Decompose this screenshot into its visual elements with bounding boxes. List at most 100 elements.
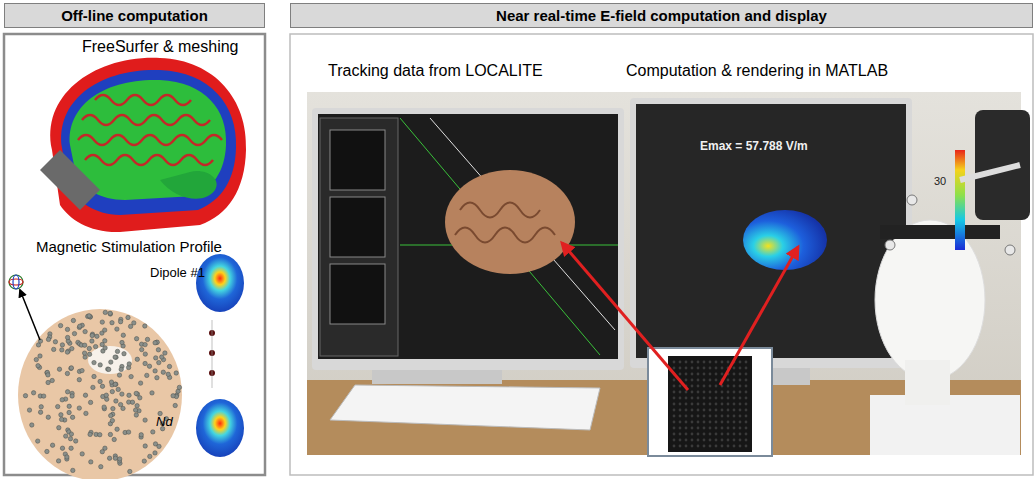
dipole-dot bbox=[66, 349, 70, 353]
dipole-dot bbox=[99, 465, 103, 469]
dipole-dot bbox=[143, 342, 147, 346]
dipole-dot bbox=[100, 384, 104, 388]
dipole-dot bbox=[171, 394, 175, 398]
dipole-dot bbox=[154, 356, 158, 360]
dipole-dot bbox=[34, 357, 38, 361]
dipole-dot bbox=[23, 394, 27, 398]
dipole-dot bbox=[84, 411, 88, 415]
dipole-dot bbox=[106, 367, 110, 371]
dipole-dot bbox=[120, 340, 124, 344]
dipole-dot bbox=[138, 381, 142, 385]
dipole-dot bbox=[145, 373, 149, 377]
dipole-dot bbox=[113, 456, 117, 460]
dipole-dot bbox=[148, 454, 152, 458]
dipole-dot bbox=[80, 368, 84, 372]
dipole-dot bbox=[60, 343, 64, 347]
dipole-dot bbox=[132, 321, 136, 325]
dipole-dot bbox=[133, 408, 137, 412]
dipole-dot bbox=[102, 405, 106, 409]
dipole-dot bbox=[130, 400, 134, 404]
dipole-dot bbox=[57, 426, 61, 430]
dipole-dot bbox=[127, 362, 131, 366]
brain-mesh bbox=[40, 58, 246, 232]
dipole-dot bbox=[87, 346, 91, 350]
dipole-dot bbox=[65, 390, 69, 394]
dipole-dot bbox=[83, 393, 87, 397]
dipole-dot bbox=[143, 361, 147, 365]
section-label: Magnetic Stimulation Profile bbox=[36, 238, 222, 255]
dipole-dot bbox=[60, 446, 64, 450]
dipole-dot bbox=[109, 413, 113, 417]
dipole-dot bbox=[115, 427, 119, 431]
dipole-dot bbox=[89, 460, 93, 464]
dipole-dot bbox=[57, 367, 61, 371]
dipole-dot bbox=[88, 400, 92, 404]
dipole-dot bbox=[59, 417, 63, 421]
scale-tick: 30 bbox=[934, 175, 946, 188]
dipole-dot bbox=[145, 337, 149, 341]
dipole-dot bbox=[177, 385, 181, 389]
dipole-dot bbox=[45, 449, 49, 453]
dipole-dot bbox=[134, 391, 138, 395]
dipole-dot bbox=[98, 363, 102, 367]
dipole-dot bbox=[87, 352, 91, 356]
dipole-dot bbox=[69, 366, 73, 370]
dipole-dot bbox=[65, 327, 69, 331]
dipole-dot bbox=[88, 432, 92, 436]
dipole-dot bbox=[72, 331, 76, 335]
dipole-dot bbox=[69, 432, 73, 436]
dipole-dot bbox=[114, 355, 118, 359]
dipole-dot bbox=[126, 315, 130, 319]
dipole-dot bbox=[140, 347, 144, 351]
stim-profile bbox=[196, 254, 244, 457]
dipole-dot bbox=[126, 430, 130, 434]
dipole-dot bbox=[108, 312, 112, 316]
dipole-dot bbox=[121, 333, 125, 337]
dipole-dot bbox=[153, 451, 157, 455]
dipole-dot bbox=[60, 348, 64, 352]
dipole-dot bbox=[127, 393, 131, 397]
dipole-dot bbox=[46, 415, 50, 419]
dipole-dot bbox=[115, 349, 119, 353]
dipole-dot bbox=[65, 371, 69, 375]
dipole-dot bbox=[117, 373, 121, 377]
dipole-dot bbox=[56, 459, 60, 463]
dipole-dot bbox=[143, 418, 147, 422]
dipole-dot bbox=[36, 364, 40, 368]
dipole-dot bbox=[128, 469, 132, 473]
panel-header: Off-line computation bbox=[4, 3, 265, 28]
dipole-dot bbox=[116, 387, 120, 391]
dipole-dot bbox=[153, 369, 157, 373]
emax-readout: Emax = 57.788 V/m bbox=[700, 140, 808, 154]
dipole-dot bbox=[71, 318, 75, 322]
dipole-dot bbox=[65, 350, 69, 354]
dipole-dot bbox=[80, 452, 84, 456]
photo bbox=[307, 92, 1030, 456]
dipole-dot bbox=[100, 320, 104, 324]
dipole-dot bbox=[82, 351, 86, 355]
dipole-dot bbox=[104, 393, 108, 397]
dipole-dot bbox=[151, 430, 155, 434]
dipole-dot bbox=[63, 434, 67, 438]
dipole-label: Dipole #1 bbox=[150, 266, 205, 281]
dipole-dot bbox=[114, 399, 118, 403]
photo-caption: Tracking data from LOCALITE bbox=[328, 62, 543, 80]
dipole-dot bbox=[95, 334, 99, 338]
dipole-dot bbox=[163, 351, 167, 355]
dipole-dot bbox=[103, 310, 107, 314]
dipole-dot bbox=[67, 404, 71, 408]
dipole-dot bbox=[83, 329, 87, 333]
dipole-dot bbox=[113, 355, 117, 359]
panel-title: Near real-time E-field computation and d… bbox=[496, 7, 827, 24]
dipole-dot bbox=[83, 343, 87, 347]
dipole-dot bbox=[111, 406, 115, 410]
dipole-dot bbox=[98, 379, 102, 383]
dipole-dot bbox=[120, 392, 124, 396]
panel-title: Off-line computation bbox=[61, 7, 208, 24]
dipole-dot bbox=[77, 406, 81, 410]
dipole-dot bbox=[93, 344, 97, 348]
dipole-dot bbox=[161, 370, 165, 374]
dipole-dot bbox=[59, 413, 63, 417]
dipole-dot bbox=[56, 404, 60, 408]
dipole-dot bbox=[109, 380, 113, 384]
